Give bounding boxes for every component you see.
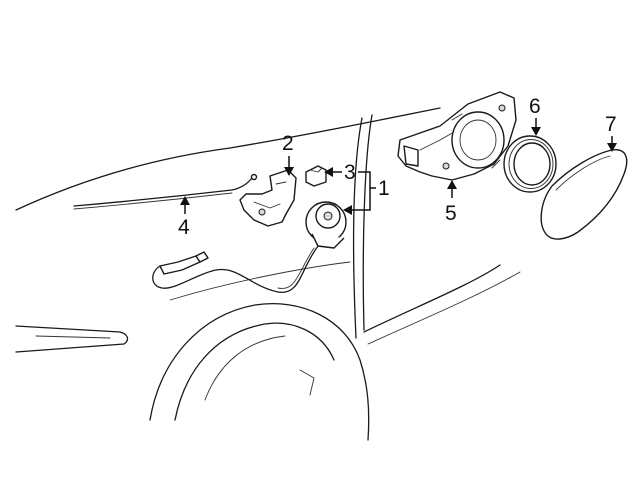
callout-5: 5 xyxy=(445,202,457,225)
callout-4: 4 xyxy=(178,216,190,239)
callout-3: 3 xyxy=(344,161,356,184)
filler-housing-part xyxy=(397,91,517,181)
release-bracket-part xyxy=(239,169,297,227)
filler-seal-ring-part xyxy=(503,135,557,193)
callout-1: 1 xyxy=(378,177,390,200)
callout-7: 7 xyxy=(605,113,617,136)
fuel-door-actuator-part xyxy=(152,201,347,293)
actuator-clip-part xyxy=(305,165,327,187)
callout-leaders xyxy=(180,118,617,215)
fuel-door-part xyxy=(540,149,628,240)
callout-2: 2 xyxy=(282,132,294,155)
car-body-outline xyxy=(15,107,521,441)
callout-6: 6 xyxy=(529,95,541,118)
callout-labels: 2 3 1 4 5 6 7 xyxy=(178,95,617,239)
release-cable-part xyxy=(73,173,258,210)
